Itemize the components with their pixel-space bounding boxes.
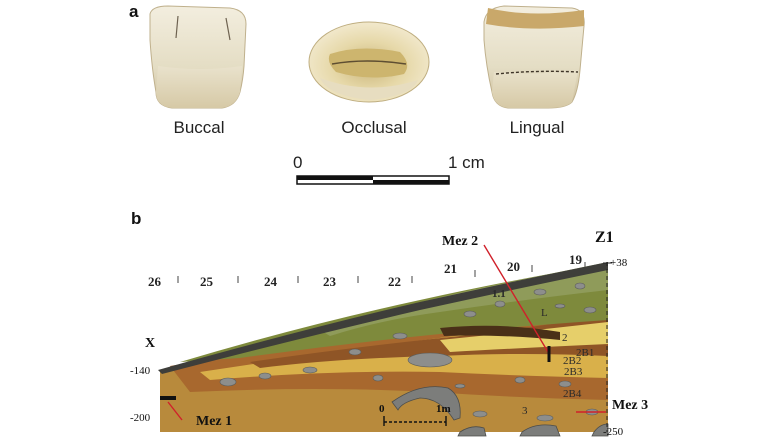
layer-label-2b3: 2B3 — [564, 366, 583, 378]
layer-label-1-1: 1.1 — [492, 288, 506, 300]
sample-label-mez-1: Mez 1 — [196, 414, 233, 429]
meter-scale-start: 0 — [379, 403, 385, 415]
layer-label-2b2: 2B2 — [563, 355, 582, 367]
meter-scale-bar — [383, 416, 447, 426]
bedrock-boulders — [391, 386, 609, 437]
column-label-25: 25 — [200, 274, 213, 289]
column-label-21: 21 — [444, 261, 457, 276]
depth-left-bottom-label: -200 — [130, 412, 151, 424]
tooth-buccal-image — [149, 5, 247, 109]
column-label-23: 23 — [323, 274, 336, 289]
layer-label-l: L — [541, 307, 548, 319]
panel-b-letter: b — [131, 209, 142, 228]
scale-end-label: 1 cm — [448, 153, 485, 172]
stones — [219, 282, 599, 422]
scale-start-label: 0 — [293, 153, 303, 172]
layer-label-2: 2 — [562, 332, 568, 344]
mez-1-pointer — [167, 401, 183, 421]
tooth-lingual-image — [483, 5, 585, 109]
column-label-22: 22 — [388, 274, 401, 289]
sample-label-mez-3: Mez 3 — [612, 398, 649, 413]
tooth-occlusal-image — [308, 21, 430, 103]
column-label-24: 24 — [264, 274, 277, 289]
column-label-26: 26 — [148, 274, 161, 289]
depth-bottom-label: -250 — [603, 426, 624, 438]
layer-2-lens — [440, 325, 560, 340]
corner-label-z1: Z1 — [595, 229, 614, 246]
view-label-buccal: Buccal — [173, 118, 225, 137]
surface-crust — [158, 262, 608, 374]
layer-label-2b4: 2B4 — [563, 388, 582, 400]
mez-1-sample-mark — [160, 396, 176, 400]
column-label-19: 19 — [569, 252, 582, 267]
panel-a-letter: a — [129, 2, 139, 21]
view-label-lingual: Lingual — [509, 118, 565, 137]
x-axis-label: X — [145, 336, 156, 351]
layer-label-2b1: 2B1 — [576, 347, 595, 359]
view-label-occlusal: Occlusal — [341, 118, 407, 137]
depth-top-label: +38 — [610, 257, 628, 269]
column-label-20: 20 — [507, 259, 520, 274]
layer-label-3: 3 — [522, 405, 528, 417]
tooth-photos — [149, 5, 585, 109]
depth-left-label: -140 — [130, 365, 151, 377]
sample-label-mez-2: Mez 2 — [442, 234, 479, 249]
mez-2-pointer — [483, 244, 549, 353]
centimeter-scale-bar — [296, 175, 450, 185]
meter-scale-end: 1m — [436, 403, 451, 415]
